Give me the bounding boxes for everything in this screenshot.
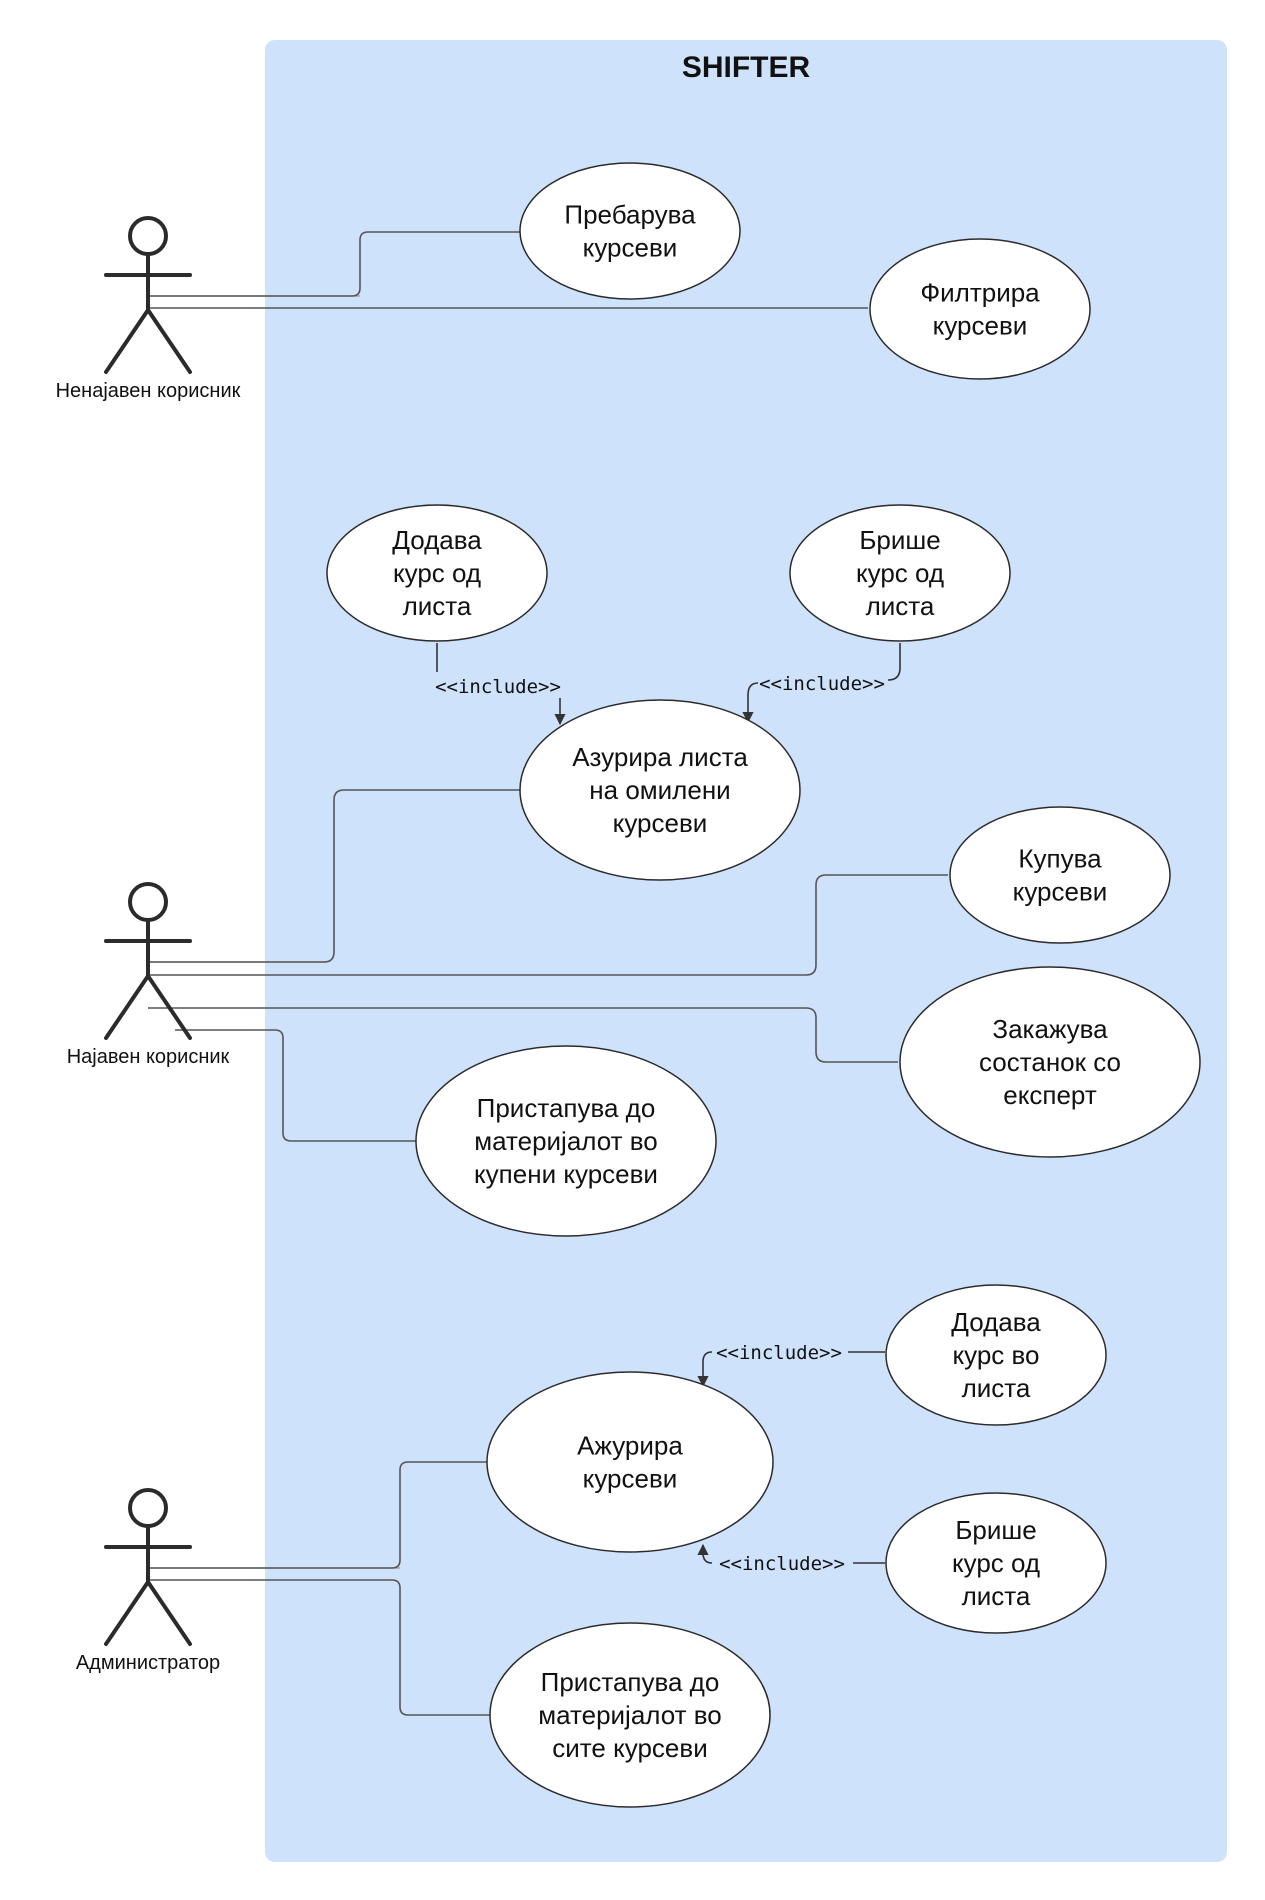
- use-case-label-line: материјалот во: [538, 1700, 722, 1730]
- use-case-label-line: експерт: [1003, 1080, 1097, 1110]
- use-case-label-line: Брише: [859, 525, 940, 555]
- use-case-label-line: на омилени: [589, 775, 730, 805]
- use-case-label-line: курс од: [393, 558, 481, 588]
- actor-label-guest: Ненајавен корисник: [56, 380, 241, 402]
- actor-user[interactable]: Најавен корисник: [67, 882, 230, 1068]
- use-case-label-line: курсеви: [1013, 877, 1108, 907]
- use-case-label-line: Пребарува: [564, 200, 696, 230]
- association-user-meeting: [148, 1007, 898, 1063]
- include-arrow-admin-add: [697, 1351, 713, 1388]
- actor-head: [128, 216, 168, 256]
- use-case-label-line: Пристапува до: [541, 1667, 720, 1697]
- association-user-access: [175, 1029, 416, 1142]
- use-case-label-line: купени курсеви: [474, 1159, 658, 1189]
- actor-admin[interactable]: Администратор: [76, 1488, 220, 1674]
- actor-label-user: Најавен корисник: [67, 1046, 230, 1068]
- include-connector: [887, 643, 901, 681]
- use-case-label-line: Закажува: [992, 1014, 1108, 1044]
- use-case-label-line: Филтрира: [920, 278, 1040, 308]
- use-case-label-line: курсеви: [583, 233, 678, 263]
- association-user-buy: [148, 874, 948, 976]
- actor-guest[interactable]: Ненајавен корисник: [56, 216, 241, 402]
- association-admin-access: [148, 1579, 490, 1716]
- include-label-admin-remove: <<include>>: [719, 1553, 845, 1575]
- use-case-label-line: Пристапува до: [477, 1093, 656, 1123]
- use-case-label-line: курс од: [856, 558, 944, 588]
- use-case-label-line: курсеви: [933, 311, 1028, 341]
- use-case-label-line: Купува: [1018, 844, 1102, 874]
- association-guest-search: [148, 231, 520, 297]
- include-label-remove: <<include>>: [759, 673, 885, 695]
- include-arrow-admin-remove: [697, 1543, 713, 1564]
- use-case-label-line: курсеви: [613, 808, 708, 838]
- actor-head: [128, 1488, 168, 1528]
- association-user-favorites: [148, 789, 520, 963]
- use-case-label-line: Додава: [951, 1307, 1041, 1337]
- use-case-label-line: листа: [962, 1373, 1031, 1403]
- use-case-label-line: состанок со: [979, 1047, 1121, 1077]
- use-case-label-line: курсеви: [583, 1464, 678, 1494]
- use-case-label-line: листа: [866, 591, 935, 621]
- include-label-admin-add: <<include>>: [716, 1342, 842, 1364]
- association-admin-update: [148, 1461, 487, 1569]
- use-case-label-line: Азурира листа: [572, 742, 748, 772]
- system-title: SHIFTER: [682, 51, 811, 84]
- use-case-label-line: Ажурира: [577, 1431, 683, 1461]
- actor-head: [128, 882, 168, 922]
- include-label-add: <<include>>: [435, 676, 561, 698]
- use-case-label-line: курс во: [952, 1340, 1039, 1370]
- use-case-label-line: материјалот во: [474, 1126, 658, 1156]
- use-case-label-line: сите курсеви: [552, 1733, 707, 1763]
- use-case-label-line: Брише: [955, 1515, 1036, 1545]
- use-case-label-line: Додава: [392, 525, 482, 555]
- use-case-label-line: листа: [962, 1581, 1031, 1611]
- actor-label-admin: Администратор: [76, 1652, 220, 1674]
- use-case-label-line: курс од: [952, 1548, 1040, 1578]
- include-arrow-remove: [742, 682, 759, 724]
- use-case-label-line: листа: [403, 591, 472, 621]
